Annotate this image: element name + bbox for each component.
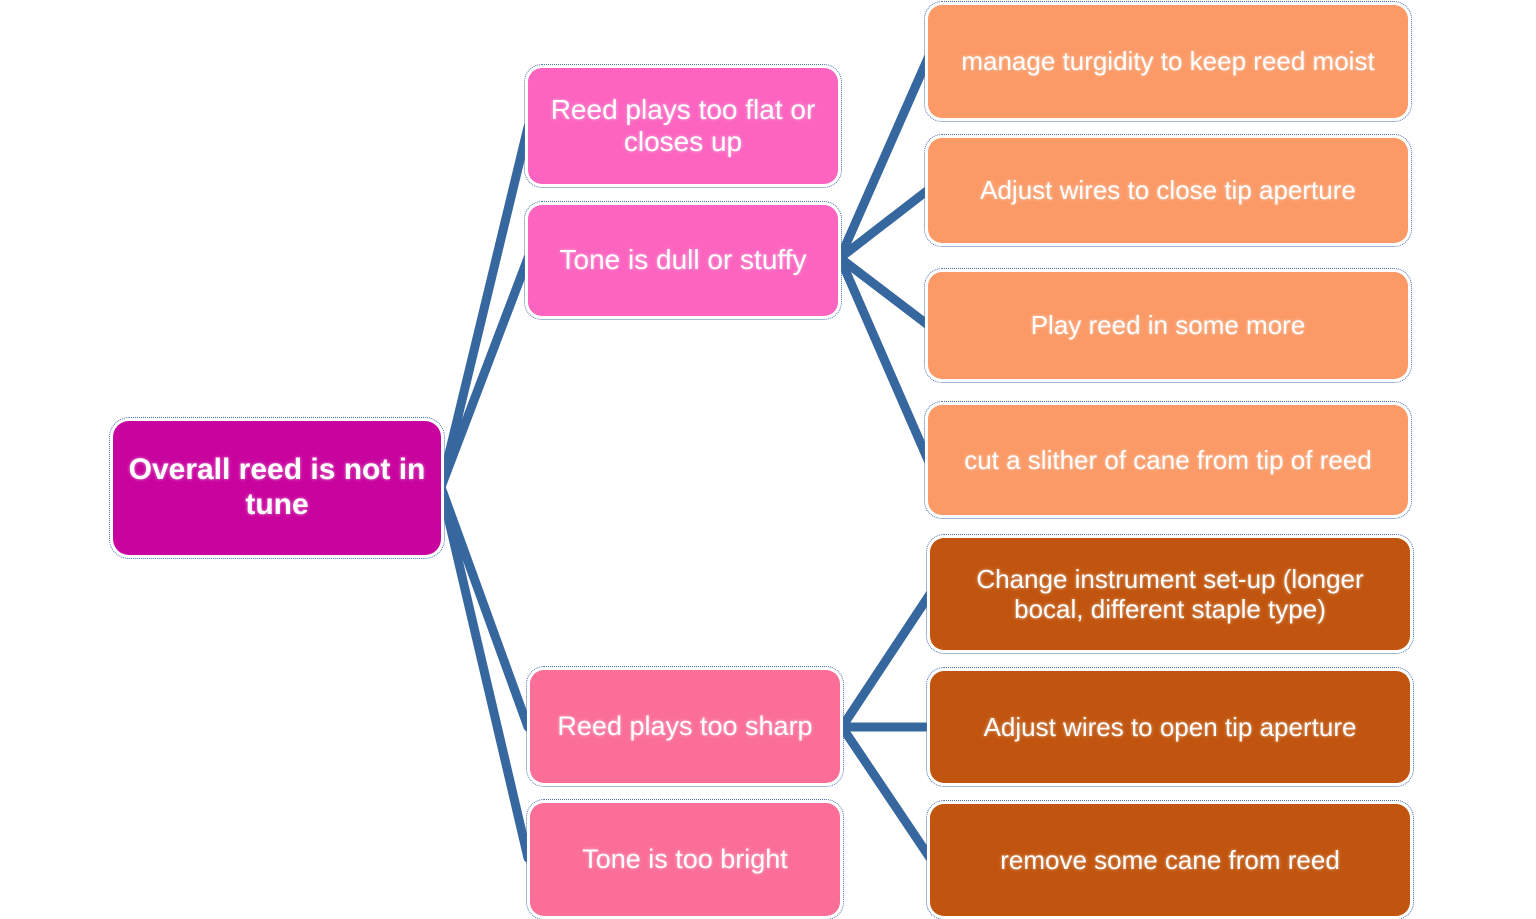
node-leaf-adjust-wires-open[interactable]: Adjust wires to open tip aperture [926,667,1414,787]
node-leaf-adjust-wires-close-label: Adjust wires to close tip aperture [980,175,1356,206]
connector-root-to-tone-is-too-bright [436,482,533,863]
node-branch-tone-is-too-bright[interactable]: Tone is too bright [526,799,844,919]
connector-root-to-tone-is-dull-or-stuffy [436,253,533,492]
node-branch-reed-plays-too-flat-label: Reed plays too flat or closes up [550,93,816,157]
connector-dull-to-manage-turgidity [835,53,933,263]
node-leaf-cut-a-slither-of-cane[interactable]: cut a slither of cane from tip of reed [924,401,1412,519]
node-branch-reed-plays-too-sharp-label: Reed plays too sharp [557,710,813,741]
node-leaf-adjust-wires-close[interactable]: Adjust wires to close tip aperture [924,134,1412,247]
node-leaf-change-instrument-set-up[interactable]: Change instrument set-up (longer bocal, … [926,534,1414,654]
node-leaf-cut-a-slither-of-cane-label: cut a slither of cane from tip of reed [964,444,1372,475]
connector-root-to-reed-plays-too-flat [436,122,533,492]
node-leaf-remove-some-cane-label: remove some cane from reed [1000,844,1340,875]
connector-dull-to-play-reed-in-some-more [835,253,933,330]
node-branch-tone-is-dull-or-stuffy-label: Tone is dull or stuffy [559,244,807,276]
node-root[interactable]: Overall reed is not in tune [109,417,445,559]
node-leaf-play-reed-in-some-more[interactable]: Play reed in some more [924,268,1412,383]
node-leaf-adjust-wires-open-label: Adjust wires to open tip aperture [983,711,1357,742]
connector-sharp-to-remove-some-cane [837,722,935,863]
node-branch-reed-plays-too-sharp[interactable]: Reed plays too sharp [526,666,844,787]
node-root-label: Overall reed is not in tune [128,453,426,521]
connector-dull-to-cut-a-slither-of-cane [835,253,933,465]
node-leaf-manage-turgidity-label: manage turgidity to keep reed moist [961,46,1375,77]
node-leaf-play-reed-in-some-more-label: Play reed in some more [1030,310,1306,341]
node-branch-tone-is-dull-or-stuffy[interactable]: Tone is dull or stuffy [524,201,842,320]
connector-root-to-reed-plays-too-sharp [436,482,533,732]
node-leaf-remove-some-cane[interactable]: remove some cane from reed [926,800,1414,919]
node-branch-tone-is-too-bright-label: Tone is too bright [582,843,788,874]
node-leaf-manage-turgidity[interactable]: manage turgidity to keep reed moist [924,1,1412,122]
node-leaf-change-instrument-set-up-label: Change instrument set-up (longer bocal, … [976,563,1364,624]
connector-dull-to-adjust-wires-close [835,185,933,263]
connector-sharp-to-change-instrument-set-up [837,589,935,732]
node-branch-reed-plays-too-flat[interactable]: Reed plays too flat or closes up [524,64,842,188]
